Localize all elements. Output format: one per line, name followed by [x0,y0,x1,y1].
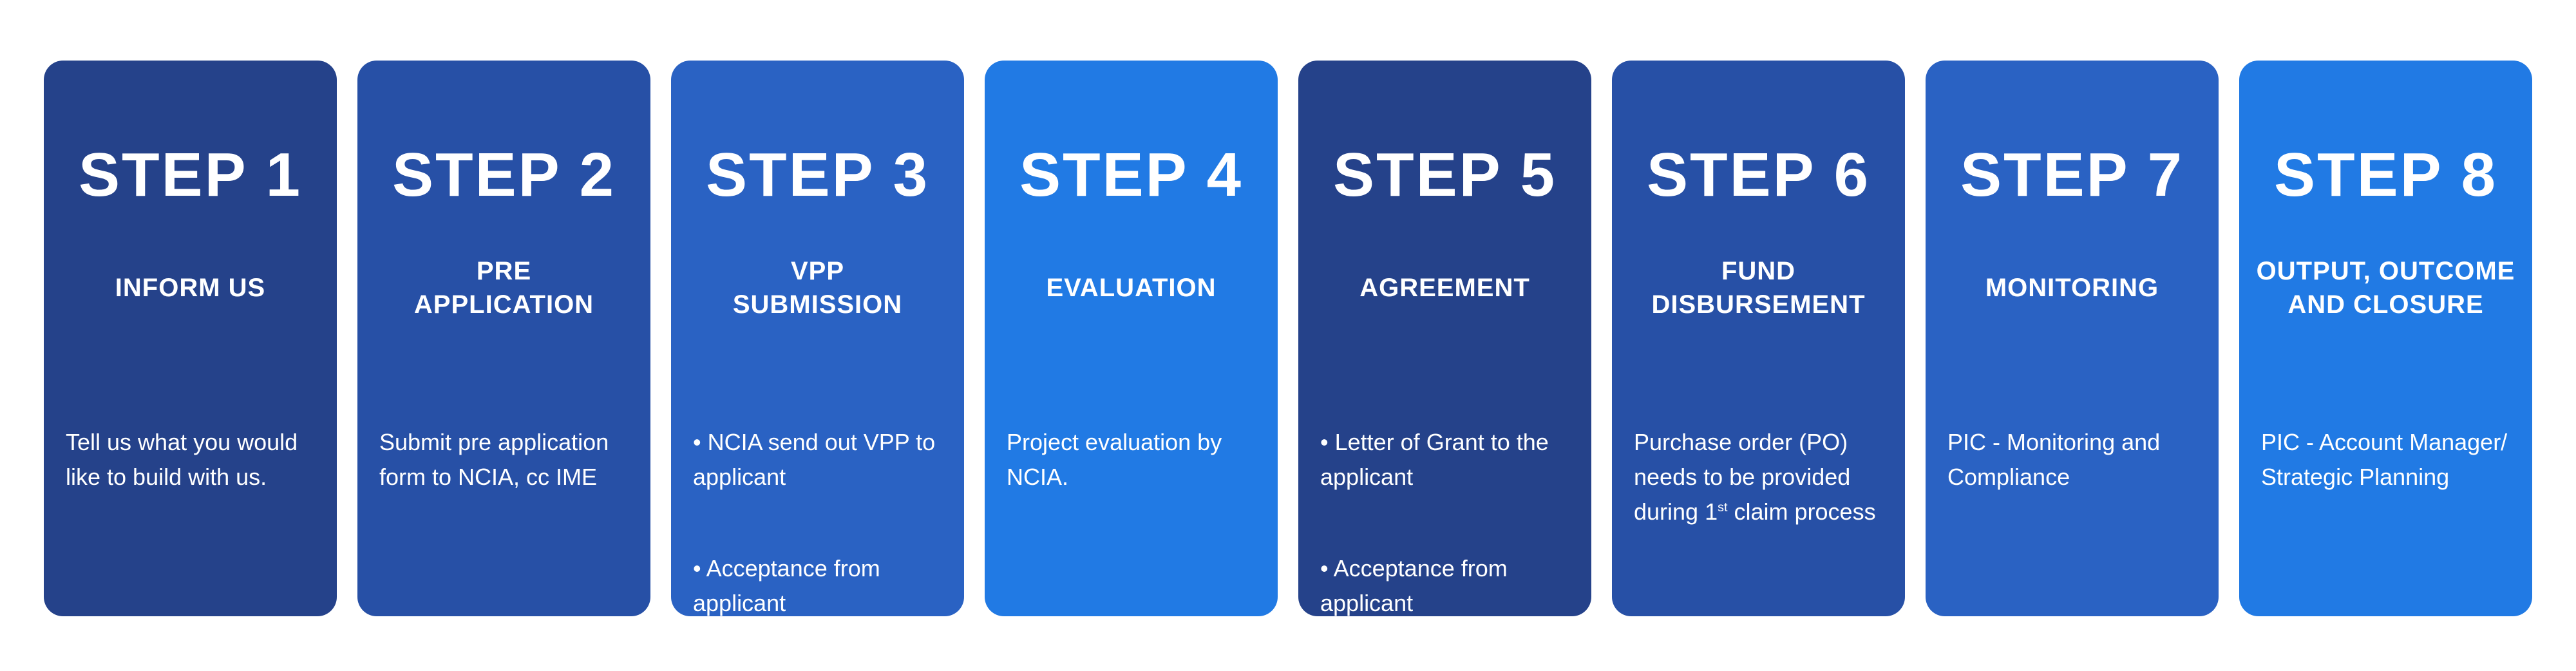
step-8-description-text: PIC - Account Manager/ Strategic Plannin… [2261,429,2508,490]
step-card-5: STEP 5 AGREEMENT • Letter of Grant to th… [1298,61,1591,616]
step-6-description: Purchase order (PO) needs to be provided… [1634,390,1883,564]
step-5-description: • Letter of Grant to the applicant • Acc… [1320,390,1569,656]
step-6-title: STEP 6 [1646,140,1871,209]
step-8-description: PIC - Account Manager/ Strategic Plannin… [2261,390,2510,529]
step-3-bullet-2: • Acceptance from applicant [693,555,880,616]
step-4-description: Project evaluation by NCIA. [1007,390,1256,529]
step-1-description: Tell us what you would like to build wit… [66,390,315,529]
step-1-description-text: Tell us what you would like to build wit… [66,429,298,490]
step-3-description: • NCIA send out VPP to applicant • Accep… [693,390,942,656]
step-7-description-text: PIC - Monitoring and Compliance [1947,429,2161,490]
step-7-description: PIC - Monitoring and Compliance [1947,390,2197,529]
step-card-3: STEP 3 VPP SUBMISSION • NCIA send out VP… [671,61,964,616]
step-6-text-before-sup: Purchase order (PO) needs to be provided… [1634,429,1851,525]
step-4-title: STEP 4 [1019,140,1244,209]
step-5-subtitle: AGREEMENT [1359,274,1530,302]
step-5-bullet-2: • Acceptance from applicant [1320,555,1508,616]
step-3-bullet-1: • NCIA send out VPP to applicant [693,429,936,490]
step-card-4: STEP 4 EVALUATION Project evaluation by … [985,61,1278,616]
step-card-6: STEP 6 FUND DISBURSEMENT Purchase order … [1612,61,1905,616]
step-3-subtitle: VPP SUBMISSION [732,257,903,319]
step-6-ordinal-superscript: st [1718,500,1728,515]
step-card-2: STEP 2 PRE APPLICATION Submit pre applic… [357,61,650,616]
step-card-1: STEP 1 INFORM US Tell us what you would … [44,61,337,616]
step-4-subtitle: EVALUATION [1046,274,1217,302]
step-7-title: STEP 7 [1960,140,2184,209]
process-steps-row: STEP 1 INFORM US Tell us what you would … [44,61,2532,616]
step-1-subtitle: INFORM US [115,274,266,302]
step-7-subtitle: MONITORING [1985,274,2159,302]
step-5-bullet-1: • Letter of Grant to the applicant [1320,429,1549,490]
step-2-description-text: Submit pre application form to NCIA, cc … [379,429,609,490]
step-card-7: STEP 7 MONITORING PIC - Monitoring and C… [1926,61,2219,616]
step-1-title: STEP 1 [78,140,303,209]
step-8-subtitle: OUTPUT, OUTCOME AND CLOSURE [2256,257,2515,319]
step-2-title: STEP 2 [392,140,616,209]
step-card-8: STEP 8 OUTPUT, OUTCOME AND CLOSURE PIC -… [2239,61,2532,616]
step-8-title: STEP 8 [2273,140,2498,209]
step-6-subtitle: FUND DISBURSEMENT [1651,257,1866,319]
step-6-description-text: Purchase order (PO) needs to be provided… [1634,425,1883,529]
step-2-subtitle: PRE APPLICATION [413,257,594,319]
step-4-description-text: Project evaluation by NCIA. [1007,429,1222,490]
step-3-title: STEP 3 [705,140,930,209]
step-6-text-after-sup: claim process [1727,498,1876,525]
step-2-description: Submit pre application form to NCIA, cc … [379,390,629,529]
step-5-title: STEP 5 [1332,140,1557,209]
